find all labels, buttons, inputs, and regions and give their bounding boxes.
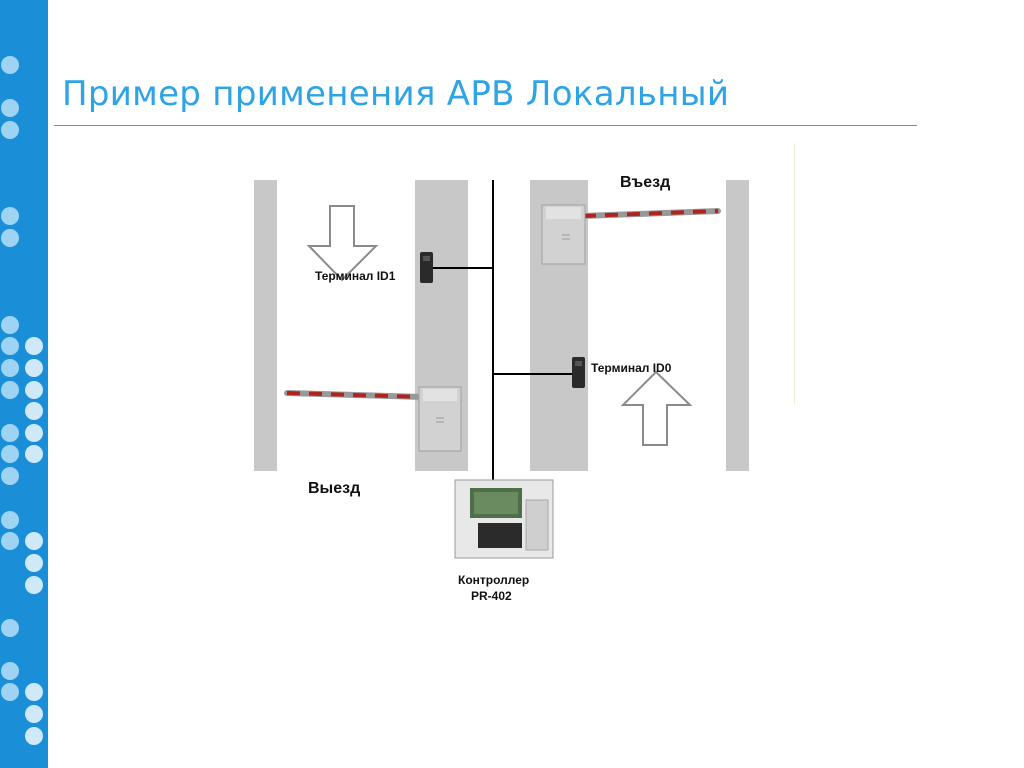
sidebar-dot (25, 359, 43, 377)
sidebar-dot-pattern (1, 56, 43, 745)
up-arrow-icon (620, 370, 693, 446)
sidebar-dot (1, 359, 19, 377)
sidebar-dot (25, 424, 43, 442)
sidebar-dot (1, 424, 19, 442)
sidebar-dot (25, 532, 43, 550)
sidebar-dot (1, 207, 19, 225)
sidebar-dot (1, 511, 19, 529)
sidebar-dot (1, 619, 19, 637)
entry-barrier-icon (541, 204, 721, 265)
card-reader-id0-icon (572, 357, 585, 388)
controller-cabinet-icon (454, 479, 554, 559)
divider-line (794, 143, 795, 405)
sidebar-dot (25, 705, 43, 723)
sidebar-dot (1, 662, 19, 680)
sidebar-dot (25, 337, 43, 355)
slide-title: Пример применения АРВ Локальный (62, 74, 730, 114)
sidebar-dot (1, 532, 19, 550)
lane-left-outer (254, 180, 277, 471)
exit-label: Выезд (308, 480, 360, 497)
exit-barrier-icon (284, 386, 462, 452)
card-reader-id1-icon (420, 252, 433, 283)
sidebar-dot (25, 445, 43, 463)
title-underline (54, 125, 917, 126)
sidebar-dot (1, 121, 19, 139)
sidebar-dot (1, 445, 19, 463)
terminal-id1-label: Терминал ID1 (315, 269, 396, 283)
sidebar-dot (25, 727, 43, 745)
entry-label: Въезд (620, 174, 670, 191)
sidebar-dot (25, 683, 43, 701)
parking-access-diagram: Въезд Выезд Терминал ID1 Терминал ID0 Ко… (254, 174, 749, 603)
lane-right-outer (726, 180, 749, 471)
sidebar-dot (1, 56, 19, 74)
sidebar-dot (1, 337, 19, 355)
sidebar-dot (1, 316, 19, 334)
sidebar-dot (1, 467, 19, 485)
controller-label-line2: PR-402 (471, 589, 512, 603)
sidebar-dot (25, 402, 43, 420)
sidebar-dot (1, 229, 19, 247)
sidebar-dot (25, 381, 43, 399)
sidebar-dot (1, 381, 19, 399)
controller-label-line1: Контроллер (458, 573, 529, 587)
terminal-id0-label: Терминал ID0 (591, 361, 672, 375)
sidebar-dot (1, 99, 19, 117)
sidebar-dot (25, 576, 43, 594)
down-arrow-icon (306, 205, 379, 282)
sidebar-dot (25, 554, 43, 572)
sidebar-dot (1, 683, 19, 701)
